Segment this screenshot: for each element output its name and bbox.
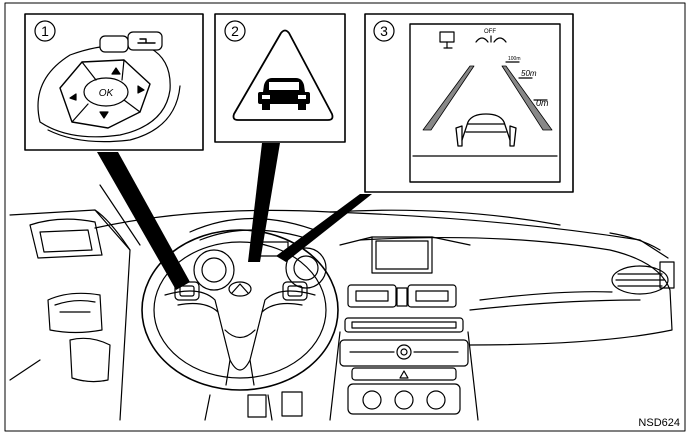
ok-label: OK [99,88,115,99]
callout-panel-3: 3 OFF 100m 50m 0m [364,13,574,193]
brand-emblem [228,281,252,297]
figure-code: NSD624 [638,417,680,429]
left-lane-line [422,65,475,131]
hud-screen [409,23,561,183]
center-stack [329,317,479,421]
callout-number: 3 [380,23,388,39]
distance-label: 0m [536,98,549,108]
arrow-right-icon [137,85,145,94]
right-vent [611,261,675,295]
back-arrow-icon [137,38,156,44]
callout-number-badge [224,20,246,42]
callout-number-badge [373,20,395,42]
callout-number-badge [34,20,56,42]
warning-triangle [232,29,334,121]
arrow-up-icon [111,67,121,75]
vehicle-ahead-icon [258,78,310,110]
leader-wedge-1 [97,152,190,290]
off-label: OFF [484,29,496,35]
arrow-left-icon [69,93,77,101]
distance-label: 100m [508,56,521,62]
leader-wedge-3 [276,194,372,262]
distance-label: 50m [521,69,537,78]
leader-wedge-2 [248,143,280,262]
dashboard-illustration [9,184,675,421]
figure-border [4,2,686,432]
arrow-down-icon [99,111,109,119]
direction-pad: OK [59,59,151,129]
center-display [371,236,433,274]
callout-number: 2 [231,23,239,39]
right-lane-line [501,65,553,131]
vehicle-rear-icon [455,113,517,147]
callout-panel-2: 2 [214,13,346,143]
callout-panel-1: 1 OK [24,13,204,151]
steering-wheel [141,229,339,391]
ldw-indicator-icon [439,31,455,49]
center-vents [347,284,457,308]
callout-number: 1 [41,23,49,39]
lane-departure-off-icon: OFF [475,29,507,43]
